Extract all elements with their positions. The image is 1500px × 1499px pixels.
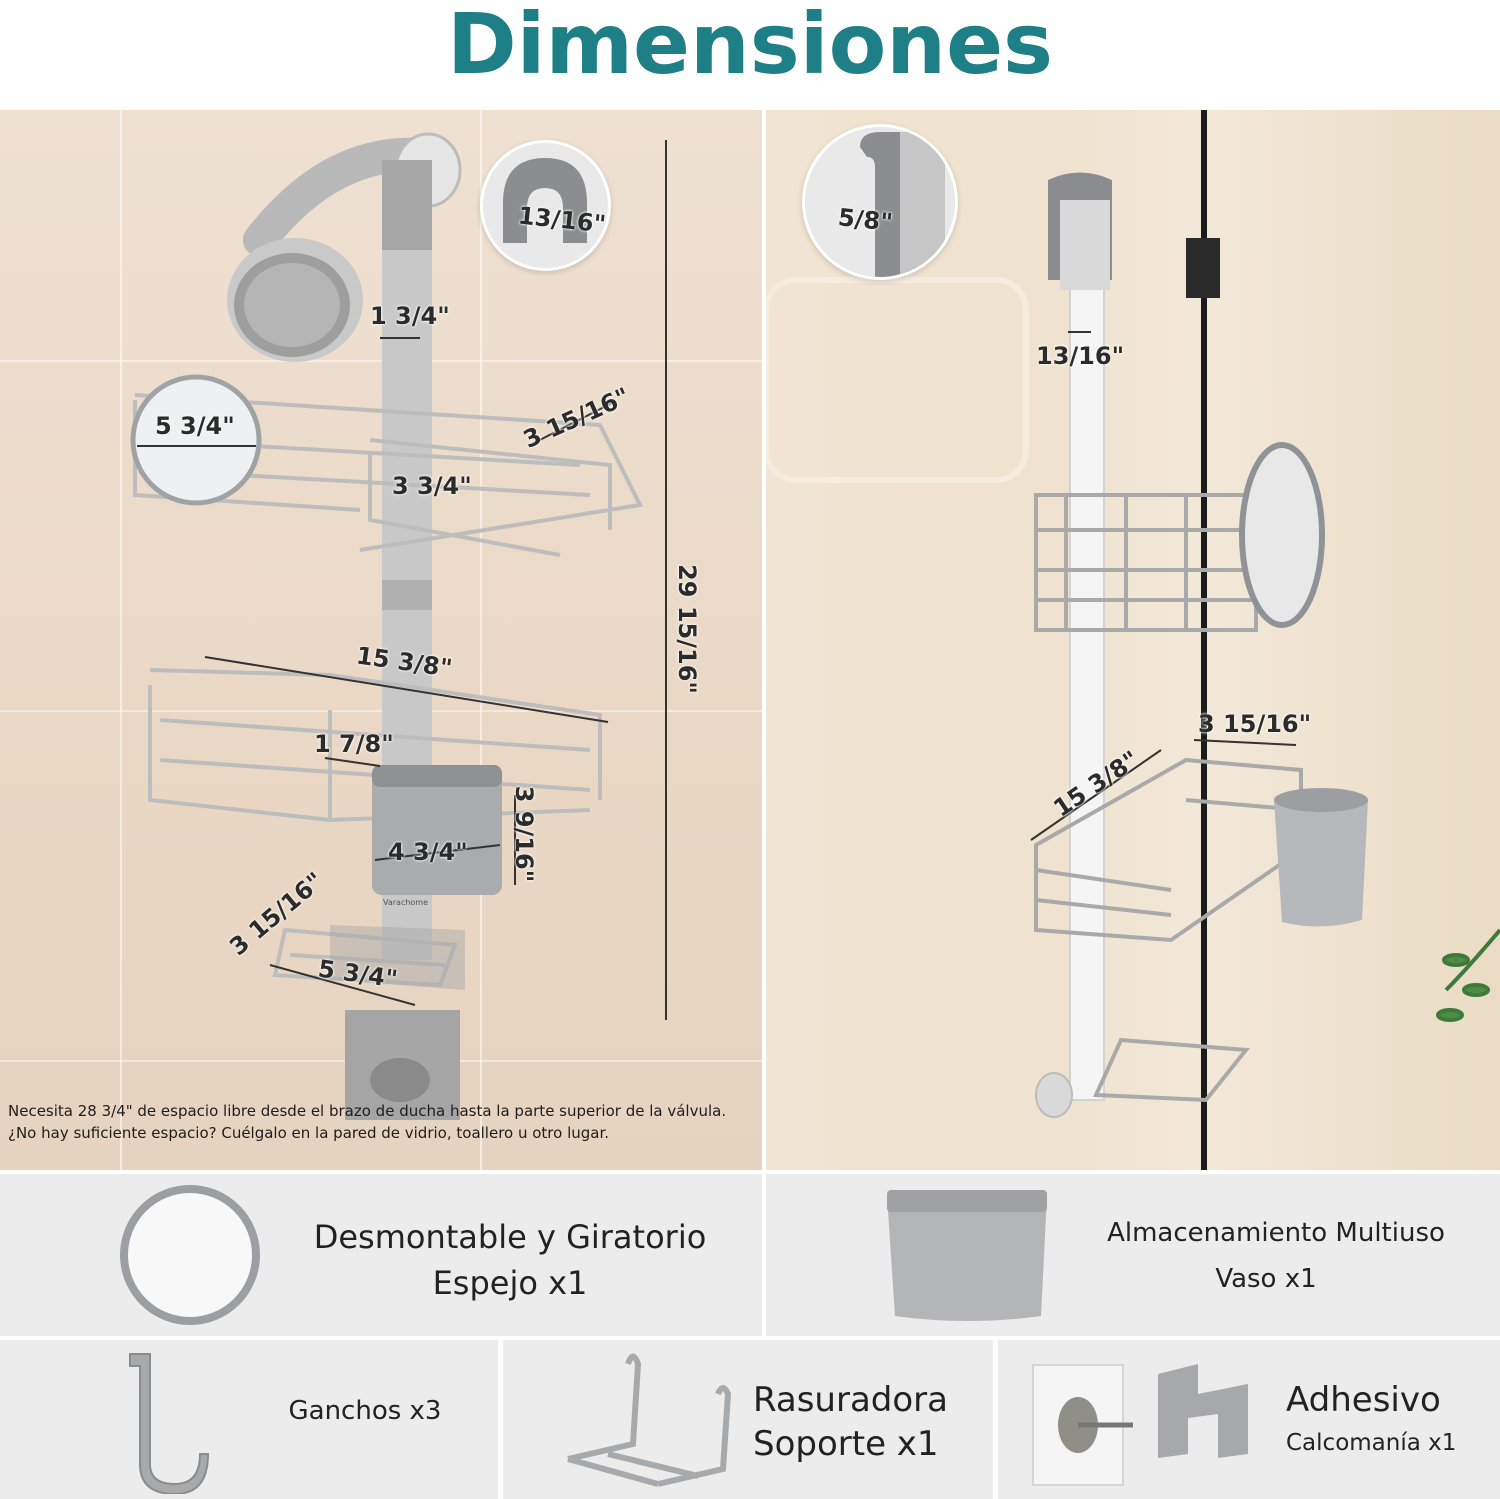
dim-right-pole-width: 13/16" [1036, 342, 1125, 370]
razor-caption-line1: Rasuradora [753, 1380, 948, 1420]
mirror-icon [130, 374, 262, 506]
mirror-icon [120, 1185, 260, 1325]
glass-door-caddy-drawing [766, 110, 1500, 1170]
cup-shape [372, 765, 502, 895]
clip-bracket-icon [1158, 1364, 1248, 1458]
hook-detail-inset [480, 140, 611, 271]
accessory-mirror: Desmontable y Giratorio Espejo x1 [0, 1174, 762, 1336]
dim-mid-inner: 1 7/8" [314, 730, 394, 758]
adhesive-caption-line1: Adhesivo [1286, 1380, 1441, 1420]
dim-total-height: 29 15/16" [672, 564, 701, 694]
dim-pole-width: 1 3/4" [370, 302, 450, 330]
right-product-photo: 5/8" 13/16" 3 15/16" 15 3/8" [766, 110, 1500, 1170]
clearance-note: Necesita 28 3/4" de espacio libre desde … [8, 1102, 727, 1142]
accessory-razor-holder: Rasuradora Soporte x1 [503, 1340, 993, 1499]
dim-mirror-diameter: 5 3/4" [155, 412, 235, 440]
cup-icon [887, 1190, 1047, 1321]
mirror-caption-line2: Espejo x1 [432, 1264, 588, 1302]
accessory-adhesive: Adhesivo Calcomanía x1 [998, 1340, 1500, 1499]
mirror-caption-line1: Desmontable y Giratorio [313, 1218, 707, 1256]
left-product-photo: 13/16" 1 3/4" 5 3/4" 3 15/16" 3 3/4" 29 … [0, 110, 762, 1170]
cup-caption-line2: Vaso x1 [1215, 1264, 1317, 1294]
page-title: Dimensiones [446, 0, 1054, 93]
adhesive-caption-line2: Calcomanía x1 [1286, 1430, 1457, 1456]
clip-detail-inset [802, 124, 958, 280]
accessory-cup: Almacenamiento Multiuso Vaso x1 [766, 1174, 1500, 1336]
hooks-caption: Ganchos x3 [288, 1396, 442, 1426]
razor-caption-line2: Soporte x1 [753, 1424, 939, 1464]
dim-cup-height: 3 9/16" [510, 785, 539, 883]
dim-right-basket-depth: 3 15/16" [1198, 710, 1312, 738]
accessory-hooks: Ganchos x3 [0, 1340, 498, 1499]
shower-caddy-drawing [130, 132, 667, 1120]
cup-side-shape [1274, 788, 1368, 927]
dim-top-inner: 3 3/4" [392, 472, 472, 500]
razor-holder-icon [567, 1353, 732, 1487]
dim-cup-width: 4 3/4" [388, 838, 468, 866]
cup-caption-line1: Almacenamiento Multiuso [1107, 1218, 1445, 1248]
plant-icon [1436, 928, 1500, 1022]
mirror-side-icon [1239, 442, 1325, 628]
dim-clip-width: 5/8" [836, 203, 894, 237]
brand-label: Varachome [383, 898, 429, 907]
hook-icon [129, 1353, 210, 1494]
adhesive-suction-icon [1032, 1364, 1133, 1486]
shower-head-icon [227, 238, 363, 362]
